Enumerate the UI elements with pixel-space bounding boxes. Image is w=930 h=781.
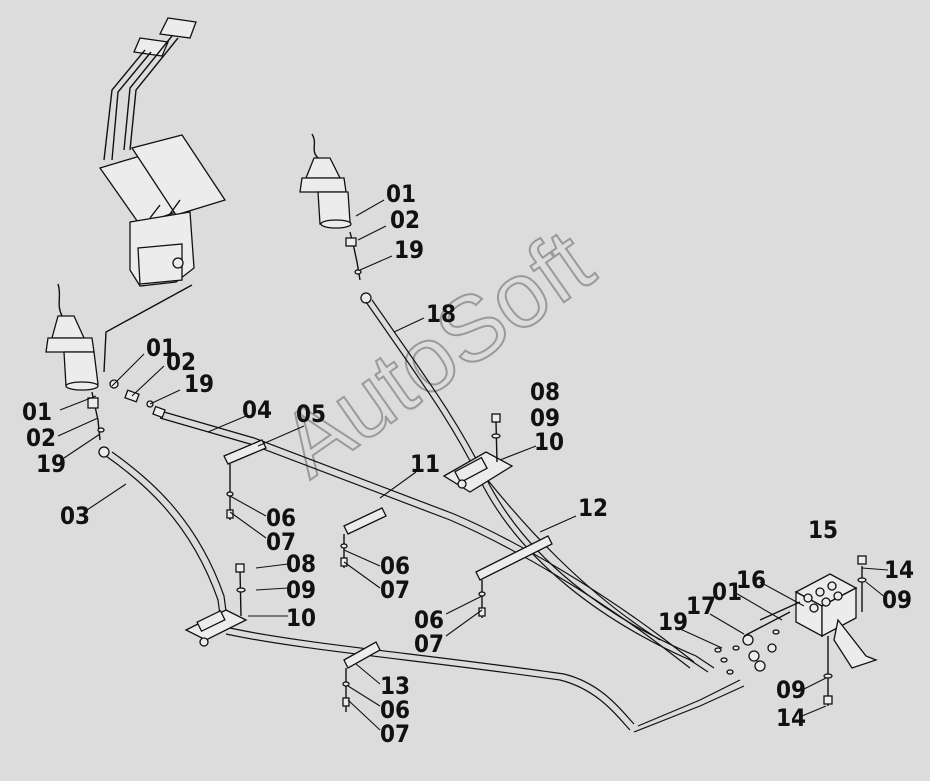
label-02-top: 02 [390, 206, 420, 234]
label-09-c: 09 [882, 586, 912, 614]
part-labels: 01 02 19 18 01 02 19 01 02 19 03 04 05 0… [22, 180, 914, 748]
valve-fittings [714, 629, 780, 675]
label-06-c: 06 [414, 606, 444, 634]
mounting-plate-upper [442, 413, 514, 493]
label-07-a: 07 [266, 528, 296, 556]
label-09-d: 09 [776, 676, 806, 704]
label-08-b: 08 [286, 550, 316, 578]
label-07-c: 07 [414, 630, 444, 658]
label-11: 11 [410, 450, 440, 478]
label-14-b: 14 [776, 704, 806, 732]
label-06-b: 06 [380, 552, 410, 580]
joystick-upper [299, 133, 372, 304]
label-09-b: 09 [286, 576, 316, 604]
label-19-left: 19 [36, 450, 66, 478]
label-05: 05 [296, 400, 326, 428]
label-01-left: 01 [22, 398, 52, 426]
label-01-right: 01 [712, 578, 742, 606]
label-07-d: 07 [380, 720, 410, 748]
label-08-a: 08 [530, 378, 560, 406]
label-02-left: 02 [26, 424, 56, 452]
valve-block [743, 555, 878, 706]
pipe-lines [105, 299, 745, 733]
label-10-a: 10 [534, 428, 564, 456]
label-03: 03 [60, 502, 90, 530]
leader-lines [57, 199, 889, 731]
joystick-lower [45, 283, 110, 458]
label-09-a: 09 [530, 404, 560, 432]
label-15: 15 [808, 516, 838, 544]
label-04: 04 [242, 396, 272, 424]
label-19-mid: 19 [184, 370, 214, 398]
label-16: 16 [736, 566, 766, 594]
label-06-d: 06 [380, 696, 410, 724]
brackets [223, 439, 553, 712]
mounting-plate-lower [184, 563, 248, 647]
label-18: 18 [426, 300, 456, 328]
label-17: 17 [686, 592, 716, 620]
label-12: 12 [578, 494, 608, 522]
label-19-top: 19 [394, 236, 424, 264]
label-07-b: 07 [380, 576, 410, 604]
label-01-mid: 01 [146, 334, 176, 362]
label-10-b: 10 [286, 604, 316, 632]
label-02-mid: 02 [166, 348, 196, 376]
label-01-top: 01 [386, 180, 416, 208]
label-19-right: 19 [658, 608, 688, 636]
pedal-assembly [98, 17, 227, 373]
label-06-a: 06 [266, 504, 296, 532]
label-13: 13 [380, 672, 410, 700]
label-14-a: 14 [884, 556, 914, 584]
